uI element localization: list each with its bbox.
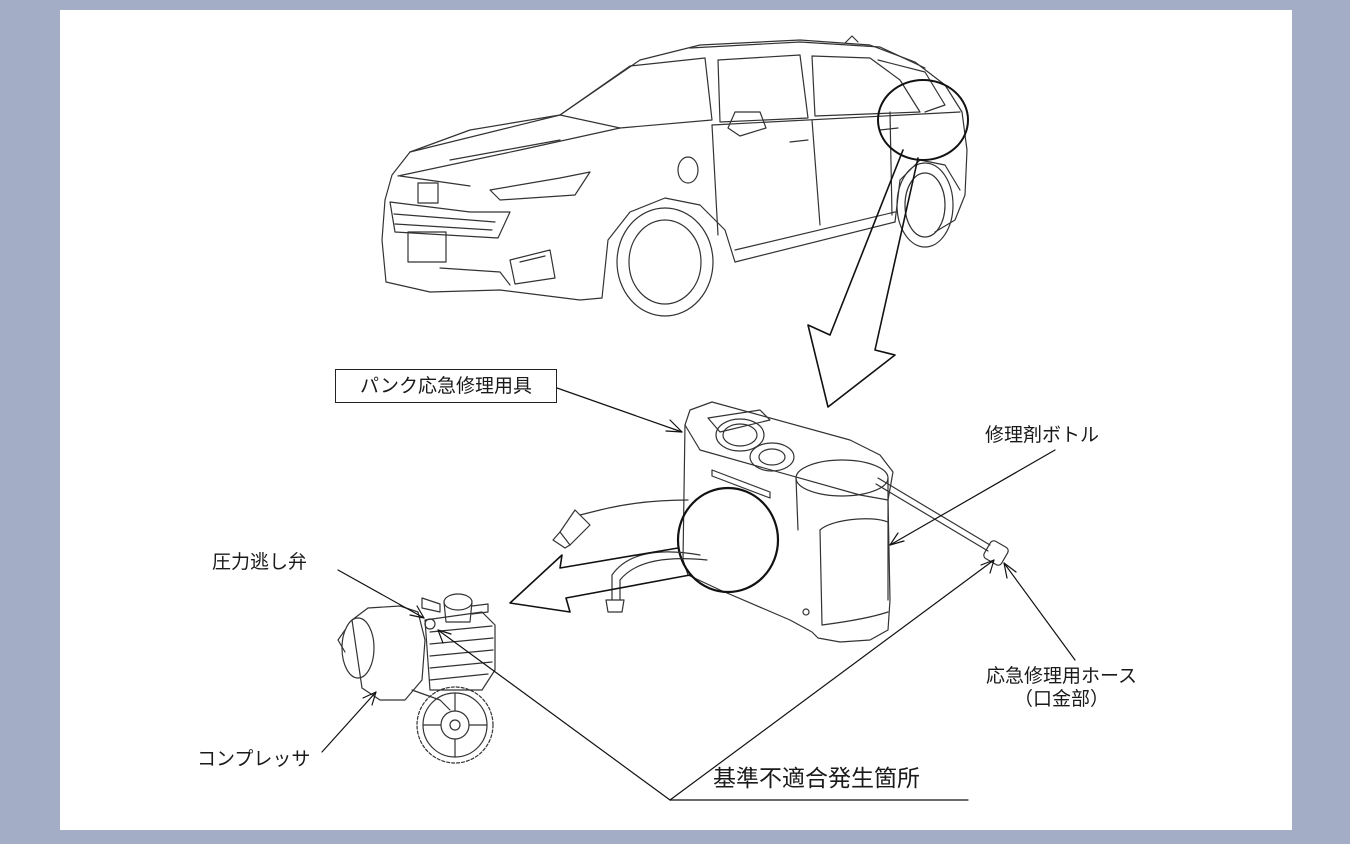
pressure-relief-valve-label: 圧力逃し弁 xyxy=(212,551,308,573)
puncture-kit-label: パンク応急修理用具 xyxy=(335,369,557,403)
repair-hose-label-line2: （口金部） xyxy=(1014,687,1110,710)
diagram-panel xyxy=(60,10,1292,830)
vehicle-drawing xyxy=(381,35,969,317)
compressor-label: コンプレッサ xyxy=(197,748,311,770)
compressor-drawing xyxy=(337,593,496,764)
defect-location-label: 基準不適合発生箇所 xyxy=(713,766,920,792)
repair-hose-label-line1: 応急修理用ホース xyxy=(986,665,1138,687)
puncture-kit-label-text: パンク応急修理用具 xyxy=(360,374,532,397)
leader-lines xyxy=(321,387,1076,801)
detail-arrow xyxy=(509,547,691,613)
repair-hose-label: 応急修理用ホース （口金部） xyxy=(986,665,1137,711)
repair-kit-drawing xyxy=(552,401,1009,643)
zoom-arrow xyxy=(807,149,919,408)
sealant-bottle-label: 修理剤ボトル xyxy=(985,424,1100,446)
